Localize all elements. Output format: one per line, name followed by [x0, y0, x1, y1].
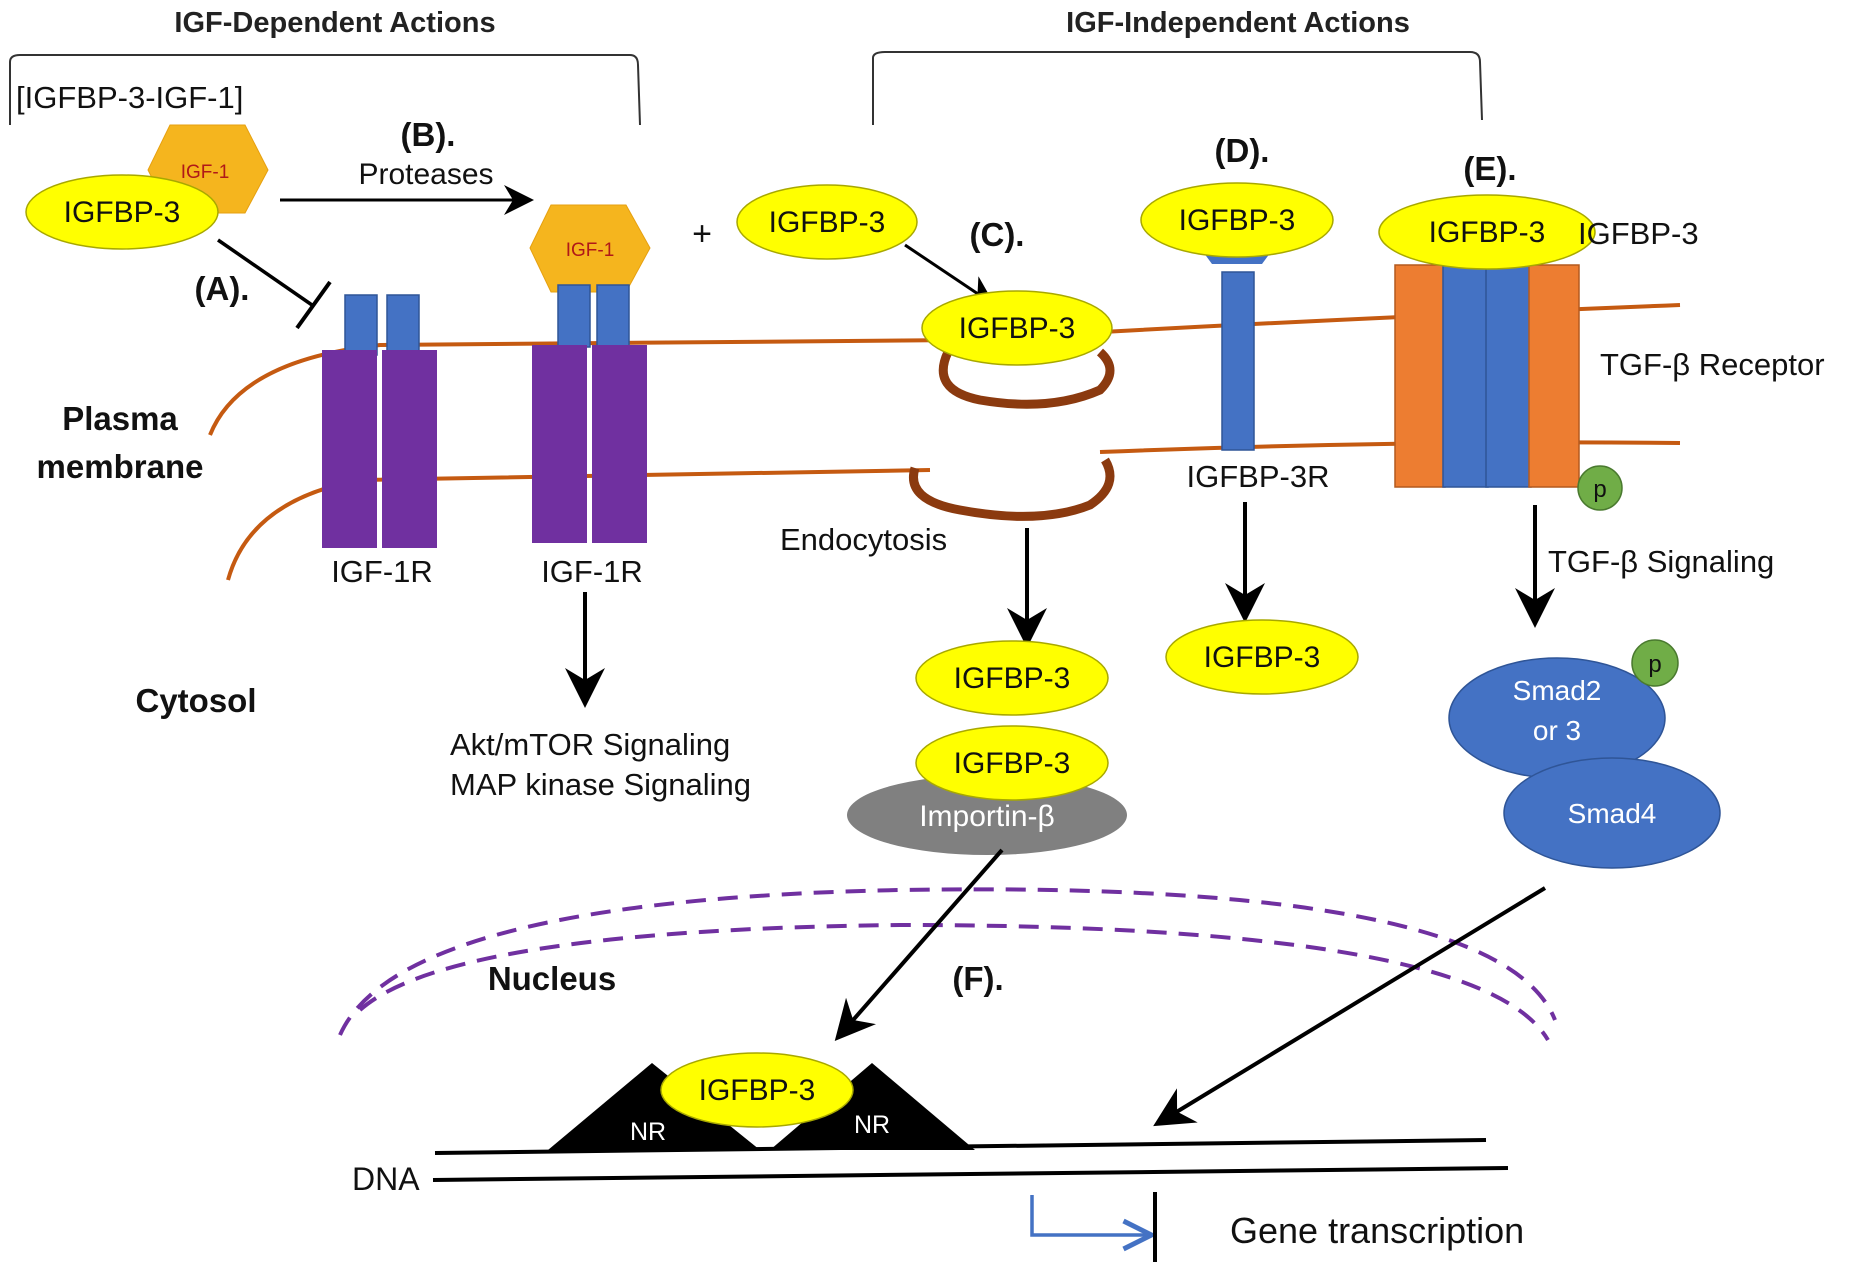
- receptor-phospho-label: p: [1593, 476, 1606, 503]
- igfbp3-tgfb-label: IGFBP-3: [1429, 216, 1546, 249]
- step-d-label: (D).: [1215, 132, 1270, 169]
- igf1-free-hexagon-icon: [529, 204, 651, 293]
- smad4-label: Smad4: [1568, 798, 1657, 829]
- nuclear-import-arrow: [834, 848, 1004, 1042]
- igf1r-left-beta-1: [322, 350, 377, 548]
- igf1-free-label: IGF-1: [566, 240, 615, 261]
- igfbp3-importin-label: IGFBP-3: [954, 747, 1071, 780]
- igf1r-right-alpha-2: [596, 284, 630, 348]
- dependent-bracket: [9, 54, 641, 126]
- step-a-label: (A).: [195, 270, 250, 307]
- independent-bracket: [872, 51, 1483, 125]
- igfbp3-label: IGFBP-3: [64, 196, 181, 229]
- inhibition-line: [217, 238, 313, 307]
- igf-independent-header: IGF-Independent Actions: [1066, 7, 1410, 39]
- igf1r-left-beta-2: [382, 350, 437, 548]
- mapk-label: MAP kinase Signaling: [450, 767, 751, 802]
- tgfb-receptor-label: TGF-β Receptor: [1600, 347, 1825, 382]
- endocytic-vesicle-top: [938, 348, 1115, 409]
- igfbp3r-label: IGFBP-3R: [1187, 459, 1330, 494]
- igfbp3-cytosol-label: IGFBP-3: [954, 662, 1071, 695]
- igfbp3-receptor-oval: [1140, 182, 1334, 258]
- akt-mtor-label: Akt/mTOR Signaling: [450, 727, 730, 762]
- smad4-oval: [1503, 757, 1721, 869]
- nr-right-triangle: [770, 1063, 975, 1150]
- igfbp3-cytosol-oval: [915, 640, 1109, 716]
- cytosol-label: Cytosol: [135, 682, 256, 719]
- tgfb-signaling-label: TGF-β Signaling: [1548, 544, 1774, 579]
- transcription-start-arrow-icon: [1030, 1195, 1148, 1235]
- smad23-label-2: or 3: [1533, 715, 1581, 746]
- igf1r-right-beta-1: [532, 345, 587, 543]
- plasma-membrane-label-2: membrane: [37, 448, 204, 485]
- smad-to-dna-arrow: [1153, 886, 1547, 1127]
- receptor-phospho-icon: [1577, 465, 1623, 511]
- step-e-label: (E).: [1463, 150, 1516, 187]
- smad-phospho-icon: [1631, 639, 1679, 687]
- plus-sign: +: [692, 215, 712, 253]
- dna-strand-bottom: [432, 1166, 1509, 1182]
- igf1r-right-alpha-1: [557, 284, 591, 348]
- igfbp3r-stalk: [1221, 271, 1255, 451]
- proteases-label: Proteases: [358, 158, 493, 191]
- igfbp3-membrane-oval: [921, 290, 1113, 366]
- plasma-membrane-label-1: Plasma: [62, 400, 178, 437]
- complex-label: [IGFBP-3-IGF-1]: [16, 80, 243, 115]
- igfbp3-endocytosis-arrow: [904, 243, 995, 306]
- inhibition-bar-icon: [295, 280, 332, 330]
- igfbp3-nuclear-oval: [660, 1052, 854, 1128]
- endocytosis-label: Endocytosis: [780, 522, 947, 557]
- igf1r-left-alpha-2: [386, 294, 420, 356]
- nr-right-label: NR: [854, 1111, 890, 1139]
- step-c-label: (C).: [970, 216, 1025, 253]
- importin-label: Importin-β: [919, 800, 1055, 833]
- nucleus-label: Nucleus: [488, 960, 616, 997]
- igf1r-right-beta-2: [592, 345, 647, 543]
- igfbp3-membrane-label: IGFBP-3: [959, 312, 1076, 345]
- nuclear-envelope-inner: [358, 922, 1550, 1042]
- igf1-label: IGF-1: [181, 162, 230, 183]
- igfbp3-side-label: IGFBP-3: [1578, 216, 1699, 251]
- igfbp3-internal-label: IGFBP-3: [1204, 641, 1321, 674]
- igfbp3-nuclear-label: IGFBP-3: [699, 1074, 816, 1107]
- dna-label: DNA: [352, 1161, 420, 1197]
- igf1r-left-label: IGF-1R: [331, 554, 433, 589]
- gene-transcription-label: Gene transcription: [1230, 1210, 1524, 1251]
- nr-left-label: NR: [630, 1118, 666, 1146]
- igfbp3-internal-oval: [1165, 619, 1359, 695]
- igfbp3-importin-oval: [915, 725, 1109, 801]
- tgfb-receptor-blue-2: [1485, 249, 1532, 488]
- igfbp3-complex-oval: [25, 174, 219, 250]
- tgfb-receptor-orange-2: [1528, 264, 1580, 488]
- igf-dependent-header: IGF-Dependent Actions: [174, 7, 495, 39]
- igfbp3-receptor-label: IGFBP-3: [1179, 204, 1296, 237]
- igf1r-left-alpha-1: [344, 294, 378, 356]
- step-f-label: (F).: [952, 960, 1003, 997]
- smad-phospho-label: p: [1648, 651, 1661, 678]
- smad23-label-1: Smad2: [1513, 675, 1602, 706]
- igfbp3-free-oval: [736, 184, 918, 260]
- endocytic-vesicle-bottom: [909, 457, 1115, 521]
- tgfb-receptor-orange-1: [1394, 264, 1446, 488]
- igfbp3-free-label: IGFBP-3: [769, 206, 886, 239]
- tgfb-receptor-blue-1: [1442, 249, 1489, 488]
- step-b-label: (B).: [401, 116, 456, 153]
- nr-left-triangle: [548, 1063, 760, 1150]
- igfbp3-tgfb-oval: [1378, 194, 1596, 270]
- igf1r-right-label: IGF-1R: [541, 554, 643, 589]
